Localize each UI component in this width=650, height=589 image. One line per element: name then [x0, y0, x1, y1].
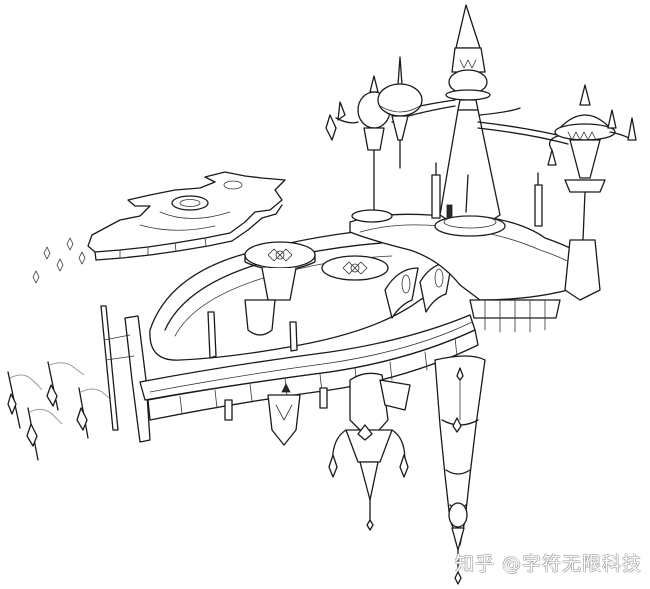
floating-banners [7, 361, 113, 461]
ornate-arches [384, 261, 453, 319]
sun-platforms [244, 241, 389, 336]
watermark: 知乎 @字符无限科技 [455, 553, 643, 575]
central-tower [434, 4, 506, 237]
under-deck-pods [224, 383, 328, 446]
emblem-platform [87, 171, 286, 261]
floating-crystals [32, 237, 86, 284]
left-pylon [100, 305, 151, 443]
right-lantern [547, 84, 637, 301]
left-lanterns [325, 56, 423, 223]
hanging-spire-left [328, 372, 411, 531]
hanging-spire-right [434, 355, 486, 585]
